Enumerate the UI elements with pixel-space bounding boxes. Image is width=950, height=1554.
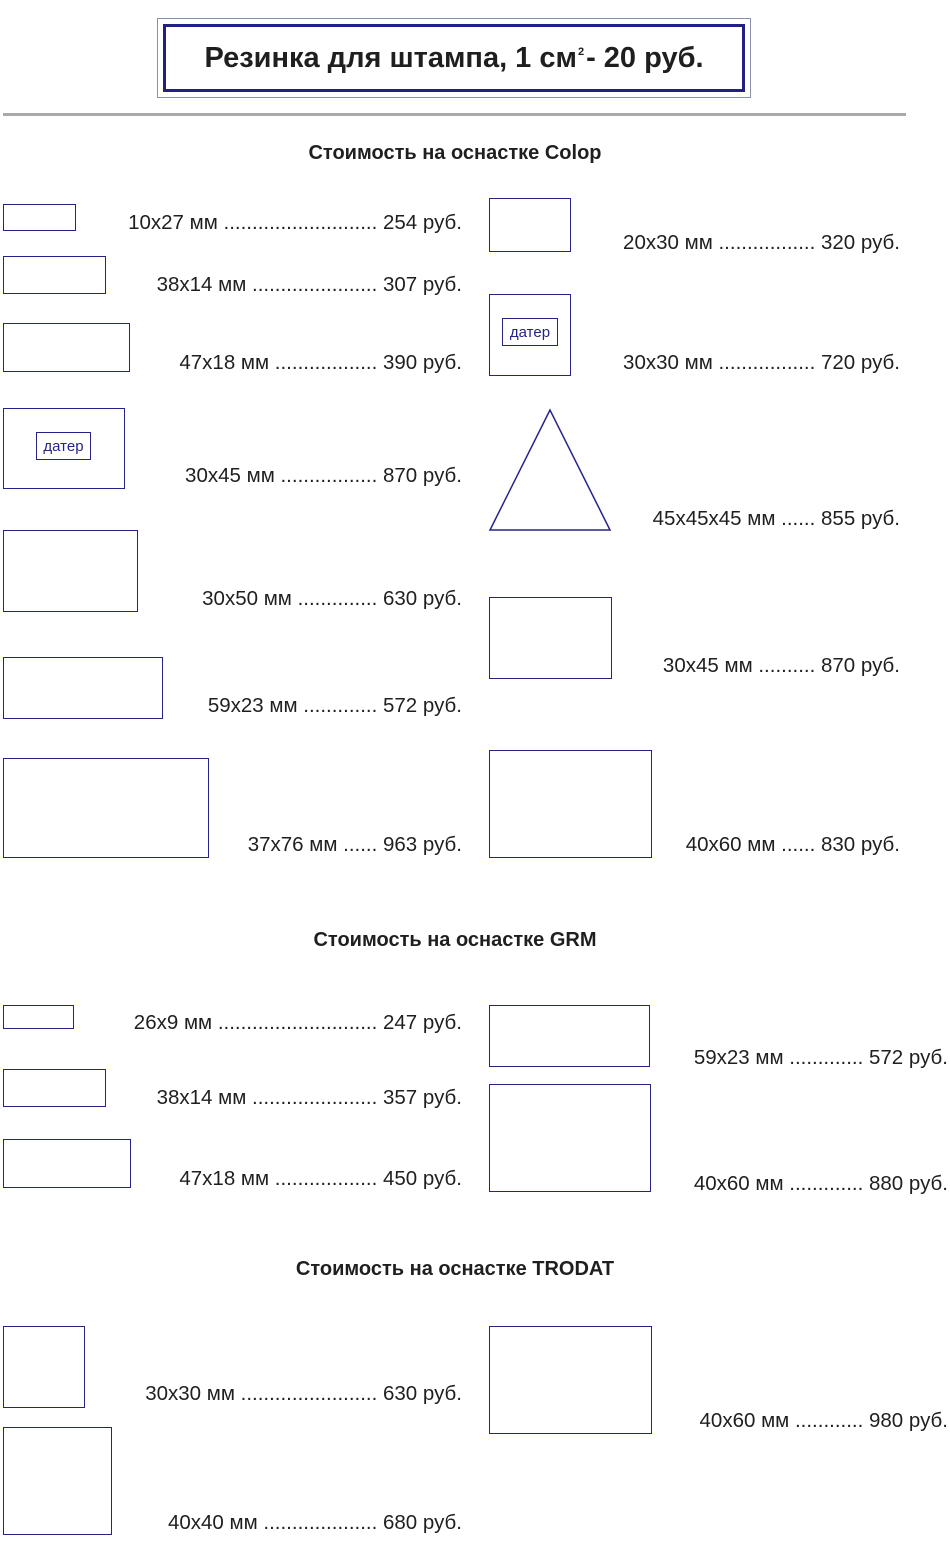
- stamp-shape-40x60: [489, 1326, 652, 1434]
- stamp-shape-38x14: [3, 1069, 106, 1107]
- stamp-shape-59x23: [489, 1005, 650, 1067]
- price-trodat-30x30: 30x30 мм ........................ 630 ру…: [145, 1382, 462, 1405]
- stamp-shape-40x40: [3, 1427, 112, 1535]
- price-trodat-40x40: 40x40 мм .................... 680 руб.: [167, 1511, 462, 1534]
- stamp-shape-30x50: [3, 530, 138, 612]
- price-grm-38x14: 38x14 мм ...................... 357 руб.: [156, 1086, 462, 1109]
- price-trodat-40x60: 40x60 мм ............ 980 руб.: [699, 1409, 948, 1432]
- stamp-shape-40x60: [489, 750, 652, 858]
- section-title-colop: Стоимость на оснастке Colop: [308, 142, 602, 164]
- stamp-shape-47x18: [3, 323, 130, 372]
- price-colop-37x76: 37x76 мм ...... 963 руб.: [247, 833, 462, 856]
- stamp-shape-30x45-dater: [3, 408, 125, 489]
- section-title-trodat: Стоимость на оснастке TRODAT: [295, 1258, 615, 1280]
- price-colop-30x45: 30x45 мм ................. 870 руб.: [185, 464, 462, 487]
- stamp-shape-37x76: [3, 758, 209, 858]
- stamp-shape-40x60: [489, 1084, 651, 1192]
- title-tail: - 20 руб.: [586, 41, 704, 74]
- price-colop-45x45x45: 45x45x45 мм ...... 855 руб.: [652, 507, 900, 530]
- stamp-shape-59x23: [3, 657, 163, 719]
- price-colop-40x60: 40x60 мм ...... 830 руб.: [685, 833, 900, 856]
- price-colop-47x18: 47x18 мм .................. 390 руб.: [179, 351, 462, 374]
- price-colop-30x45-right: 30x45 мм .......... 870 руб.: [662, 654, 900, 677]
- price-grm-26x9: 26x9 мм ............................ 247…: [133, 1011, 462, 1034]
- stamp-shape-47x18: [3, 1139, 131, 1188]
- divider: [3, 113, 906, 116]
- title-superscript: 2: [577, 46, 585, 58]
- stamp-shape-30x30: [3, 1326, 85, 1408]
- stamp-shape-triangle: [488, 408, 612, 531]
- stamp-shape-30x45: [489, 597, 612, 679]
- price-colop-59x23: 59x23 мм ............. 572 руб.: [207, 694, 462, 717]
- price-grm-40x60: 40x60 мм ............. 880 руб.: [693, 1172, 948, 1195]
- price-colop-10x27: 10x27 мм ........................... 254…: [128, 211, 462, 234]
- dater-label: датер: [36, 432, 91, 460]
- price-colop-30x50: 30x50 мм .............. 630 руб.: [202, 587, 462, 610]
- title-main: Резинка для штампа, 1 см: [204, 41, 577, 74]
- stamp-shape-26x9: [3, 1005, 74, 1029]
- price-colop-30x30: 30x30 мм ................. 720 руб.: [623, 351, 900, 374]
- stamp-shape-10x27: [3, 204, 76, 231]
- price-grm-59x23: 59x23 мм ............. 572 руб.: [693, 1046, 948, 1069]
- stamp-shape-38x14: [3, 256, 106, 294]
- dater-label: датер: [502, 318, 558, 346]
- section-title-grm: Стоимость на оснастке GRM: [313, 929, 597, 951]
- price-colop-38x14: 38x14 мм ...................... 307 руб.: [156, 273, 462, 296]
- price-colop-20x30: 20x30 мм ................. 320 руб.: [623, 231, 900, 254]
- price-grm-47x18: 47x18 мм .................. 450 руб.: [179, 1167, 462, 1190]
- stamp-shape-20x30: [489, 198, 571, 252]
